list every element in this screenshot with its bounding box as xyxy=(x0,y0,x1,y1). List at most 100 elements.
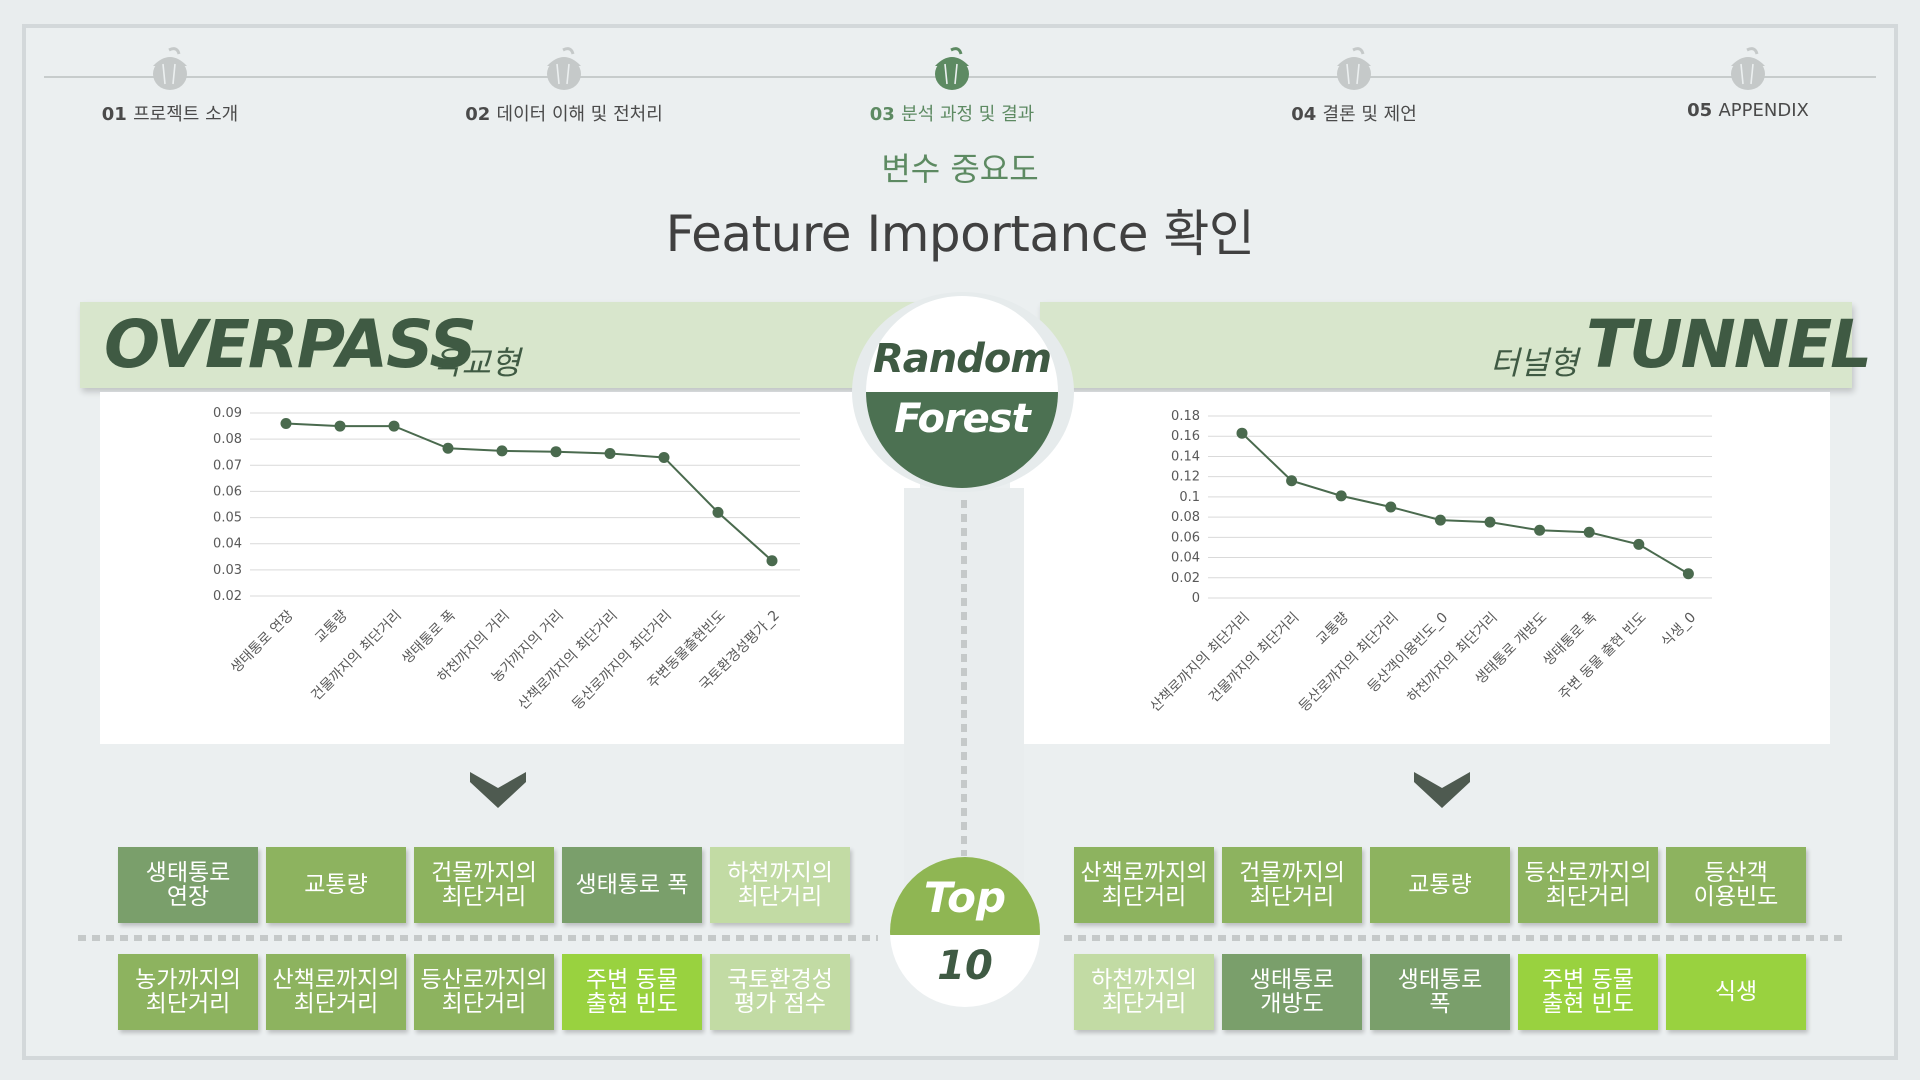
tunnel-data-point xyxy=(1583,526,1595,538)
tunnel-importance-chart: 00.020.040.060.080.10.120.140.160.18산책로까… xyxy=(1147,409,1712,715)
overpass-ytick-label: 0.06 xyxy=(213,484,242,499)
overpass-banner: OVERPASS 육교형 xyxy=(80,302,980,388)
row-separator-right xyxy=(1064,935,1844,941)
tunnel-ytick-label: 0.18 xyxy=(1171,409,1200,424)
overpass-data-point xyxy=(496,445,508,457)
overpass-xtick-label: 건물까지의 최단거리 xyxy=(308,608,404,704)
tunnel-feature-3: 교통량 xyxy=(1370,847,1510,923)
tunnel-banner: 터널형 TUNNEL xyxy=(1040,302,1872,388)
nav-step-2[interactable]: 02 데이터 이해 및 전처리 xyxy=(444,46,684,126)
nav-step-5[interactable]: 05 APPENDIX xyxy=(1628,46,1868,121)
tunnel-feature-10: 식생 xyxy=(1666,954,1806,1030)
overpass-data-point xyxy=(658,451,670,463)
nav-step-number: 04 xyxy=(1291,104,1323,125)
overpass-data-point xyxy=(280,417,292,429)
overpass-feature-5: 하천까지의 최단거리 xyxy=(710,847,850,923)
overpass-xtick-label: 산책로까지의 최단거리 xyxy=(515,608,621,714)
overpass-feature-9: 주변 동물 출현 빈도 xyxy=(562,954,702,1030)
acorn-icon xyxy=(935,47,969,90)
tunnel-title: TUNNEL xyxy=(1586,306,1872,383)
overpass-feature-2: 교통량 xyxy=(266,847,406,923)
nav-step-number: 05 xyxy=(1687,100,1719,121)
tunnel-ytick-label: 0.08 xyxy=(1171,510,1200,525)
model-name-line2: Forest xyxy=(894,396,1030,442)
nav-step-number: 01 xyxy=(101,104,134,125)
nav-step-text: 결론 및 제언 xyxy=(1322,104,1417,125)
row-separator-left xyxy=(78,935,878,941)
tunnel-feature-9: 주변 동물 출현 빈도 xyxy=(1518,954,1658,1030)
nav-step-text: 분석 과정 및 결과 xyxy=(901,104,1035,125)
nav-step-label: 05 APPENDIX xyxy=(1628,100,1868,121)
tunnel-ytick-label: 0.14 xyxy=(1171,449,1200,464)
tunnel-xtick-label: 건물까지의 최단거리 xyxy=(1206,610,1302,706)
tunnel-feature-7: 생태통로 개방도 xyxy=(1222,954,1362,1030)
overpass-data-point xyxy=(712,506,724,518)
tunnel-data-point xyxy=(1385,501,1397,513)
overpass-ytick-label: 0.04 xyxy=(213,537,242,552)
overpass-series-line xyxy=(285,422,773,562)
nav-step-3[interactable]: 03 분석 과정 및 결과 xyxy=(832,46,1072,126)
tunnel-data-point xyxy=(1484,516,1496,528)
overpass-feature-7: 산책로까지의 최단거리 xyxy=(266,954,406,1030)
tunnel-feature-8: 생태통로 폭 xyxy=(1370,954,1510,1030)
overpass-data-point xyxy=(388,420,400,432)
tunnel-data-point xyxy=(1534,524,1546,536)
tunnel-xtick-label: 식생_0 xyxy=(1658,610,1699,651)
acorn-icon xyxy=(547,47,581,90)
tunnel-xtick-label: 교통량 xyxy=(1313,609,1352,648)
overpass-ytick-label: 0.02 xyxy=(213,589,242,604)
tunnel-feature-4: 등산로까지의 최단거리 xyxy=(1518,847,1658,923)
overpass-data-point xyxy=(442,442,454,454)
tunnel-data-point xyxy=(1236,427,1248,439)
tunnel-ytick-label: 0 xyxy=(1192,591,1200,606)
nav-step-4[interactable]: 04 결론 및 제언 xyxy=(1234,46,1474,126)
overpass-feature-4: 생태통로 폭 xyxy=(562,847,702,923)
section-subtitle: 변수 중요도 xyxy=(881,150,1039,188)
tunnel-data-point xyxy=(1633,538,1645,550)
nav-step-number: 02 xyxy=(465,104,497,125)
overpass-ytick-label: 0.08 xyxy=(213,432,242,447)
page-title: Feature Importance 확인 xyxy=(665,205,1255,263)
tunnel-ytick-label: 0.16 xyxy=(1171,429,1200,444)
nav-step-text: 데이터 이해 및 전처리 xyxy=(496,104,663,125)
top10-word: Top xyxy=(923,873,1007,922)
overpass-data-point xyxy=(550,446,562,458)
overpass-xtick-label: 생태통로 연장 xyxy=(228,607,297,676)
overpass-xtick-label: 교통량 xyxy=(312,607,351,646)
nav-step-label: 04 결론 및 제언 xyxy=(1234,100,1474,126)
tunnel-feature-1: 산책로까지의 최단거리 xyxy=(1074,847,1214,923)
chevron-down-icon xyxy=(470,772,526,808)
model-name-line1: Random xyxy=(872,336,1052,382)
tunnel-xtick-label: 하천까지의 최단거리 xyxy=(1404,610,1500,706)
overpass-data-point xyxy=(766,555,778,567)
tunnel-subtitle: 터널형 xyxy=(1490,344,1579,382)
nav-step-text: APPENDIX xyxy=(1718,100,1809,121)
tunnel-ytick-label: 0.02 xyxy=(1171,571,1200,586)
tunnel-series-line xyxy=(1241,432,1689,575)
overpass-data-point xyxy=(604,448,616,460)
tunnel-feature-6: 하천까지의 최단거리 xyxy=(1074,954,1214,1030)
chevron-down-icon xyxy=(1414,772,1470,808)
acorn-icon xyxy=(153,47,187,90)
tunnel-ytick-label: 0.1 xyxy=(1179,490,1200,505)
tunnel-data-point xyxy=(1434,514,1446,526)
nav-step-1[interactable]: 01 프로젝트 소개 xyxy=(50,46,290,126)
tunnel-ytick-label: 0.04 xyxy=(1171,551,1200,566)
tunnel-xtick-label: 주변 동물 출현 빈도 xyxy=(1556,609,1650,703)
overpass-subtitle: 육교형 xyxy=(432,344,521,382)
nav-step-number: 03 xyxy=(869,104,902,125)
tunnel-ytick-label: 0.12 xyxy=(1171,470,1200,485)
overpass-xtick-label: 등산로까지의 최단거리 xyxy=(569,608,675,714)
tunnel-data-point xyxy=(1682,568,1694,580)
overpass-ytick-label: 0.05 xyxy=(213,511,242,526)
nav-step-text: 프로젝트 소개 xyxy=(133,104,239,125)
overpass-ytick-label: 0.09 xyxy=(213,406,242,421)
overpass-feature-6: 농가까지의 최단거리 xyxy=(118,954,258,1030)
overpass-feature-1: 생태통로 연장 xyxy=(118,847,258,923)
model-badge-lower xyxy=(866,392,1058,488)
overpass-ytick-label: 0.07 xyxy=(213,458,242,473)
top10-number: 10 xyxy=(937,943,993,989)
